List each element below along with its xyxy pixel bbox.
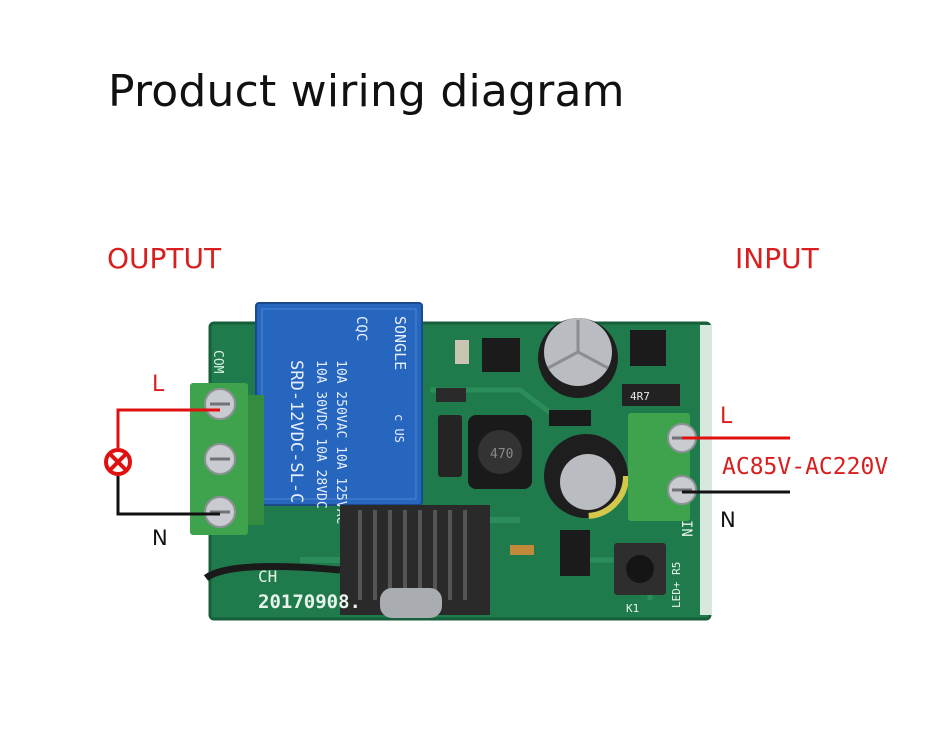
output-label: OUPTUT xyxy=(107,242,222,275)
capacitor-bottom xyxy=(543,433,629,519)
input-label: INPUT xyxy=(735,242,819,275)
relay-text-group: SONGLE c US CQC 10A 250VAC 10A 125VAC 10… xyxy=(286,316,409,524)
output-neutral-wire xyxy=(116,476,220,516)
led-label: LED+ R5 xyxy=(670,562,683,608)
relay-cqc-mark: CQC xyxy=(353,316,369,341)
rf-module xyxy=(203,505,490,618)
output-live-label: L xyxy=(152,372,165,397)
relay-brand: SONGLE xyxy=(391,316,409,370)
inductor: 470 xyxy=(468,415,532,489)
resistor-label: 4R7 xyxy=(630,390,650,403)
capacitor-top xyxy=(538,318,618,398)
com-mark: COM xyxy=(210,350,225,374)
lamp-icon xyxy=(104,448,132,476)
relay-rating-2: 10A 30VDC 10A 28VDC xyxy=(313,360,328,509)
input-terminal-block xyxy=(628,413,697,521)
relay-ul-mark: c US xyxy=(392,414,406,443)
output-wiring xyxy=(104,408,220,516)
output-terminal-block xyxy=(190,383,264,535)
inductor-mark: 470 xyxy=(490,447,513,462)
relay-rating-1: 10A 250VAC 10A 125VAC xyxy=(333,360,348,524)
page-title: Product wiring diagram xyxy=(108,66,625,117)
output-neutral-label: N xyxy=(152,526,168,550)
in-mark: IN xyxy=(678,520,694,537)
output-live-wire xyxy=(116,408,220,448)
relay-model: SRD-12VDC-SL-C xyxy=(286,360,306,503)
input-live-label: L xyxy=(720,404,733,429)
input-neutral-label: N xyxy=(720,508,736,532)
board-date: 20170908. xyxy=(258,591,361,613)
voltage-label: AC85V-AC220V xyxy=(722,454,889,480)
components xyxy=(436,330,680,595)
input-wiring xyxy=(682,436,790,494)
board-ch-mark: CH xyxy=(258,567,277,586)
key-label: K1 xyxy=(626,602,639,615)
